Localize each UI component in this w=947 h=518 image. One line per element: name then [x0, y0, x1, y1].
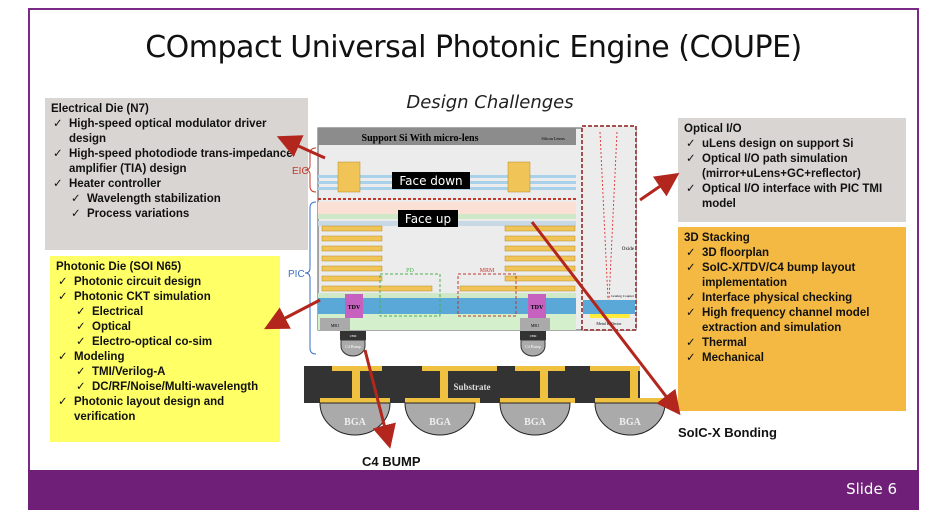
mrm-label: MRM [480, 268, 495, 274]
bga-balls [319, 402, 666, 436]
pd-label: PD [406, 268, 414, 274]
mb1-label: MB1 [531, 323, 539, 328]
mb1-label: MB1 [331, 323, 339, 328]
left-metal-stack [321, 161, 576, 292]
checklist-item: High-speed photodiode trans-impedance am… [51, 147, 302, 177]
checklist-item: 3D floorplan [684, 246, 900, 261]
slide-title: COmpact Universal Photonic Engine (COUPE… [145, 30, 802, 65]
checklist-item: Process variations [51, 207, 302, 222]
tdv-left [345, 294, 363, 318]
checklist-item: Interface physical checking [684, 291, 900, 306]
optical-arrow [639, 172, 680, 202]
bga-label: BGA [619, 417, 641, 428]
bga-label: BGA [344, 417, 366, 428]
svg-text:C4 Bump: C4 Bump [345, 344, 360, 349]
checklist: 3D floorplanSoIC-X/TDV/C4 bump layout im… [684, 246, 900, 366]
box-heading: Electrical Die (N7) [51, 103, 149, 115]
soic-arrow [530, 221, 681, 416]
checklist: Photonic circuit designPhotonic CKT simu… [56, 275, 274, 425]
c4-bump-callout: C4 BUMP [362, 454, 421, 469]
face-down-label: Face down [399, 174, 462, 188]
box-heading: Photonic Die (SOI N65) [56, 261, 182, 273]
substrate-label: Substrate [453, 382, 490, 392]
photonic-die-box: Photonic Die (SOI N65) Photonic circuit … [50, 256, 280, 442]
checklist-item: Optical I/O interface with PIC TMI model [684, 182, 900, 212]
slide-footer: Slide 6 [28, 470, 919, 510]
pic-arrow [264, 298, 321, 330]
grating-label: Grating Coupler [611, 294, 635, 298]
checklist-item: TMI/Verilog-A [56, 365, 274, 380]
box-heading: Optical I/O [684, 123, 742, 135]
pic-oxide-band [318, 298, 576, 314]
eic-label: EIC [292, 166, 309, 177]
checklist-item: High-speed optical modulator driver desi… [51, 117, 302, 147]
support-si-label: Support Si With micro-lens [362, 133, 479, 144]
face-up-label: Face up [405, 212, 451, 226]
checklist-item: High frequency channel model extraction … [684, 306, 900, 336]
oxide-label: Oxide [622, 247, 635, 252]
metal-reflector [590, 314, 630, 318]
pd-region [379, 273, 441, 317]
slide-number: Slide 6 [846, 480, 897, 498]
checklist-item: uLens design on support Si [684, 137, 900, 152]
pic-brace [304, 201, 317, 355]
face-up-label-bg [398, 210, 458, 227]
slide-subtitle: Design Challenges [406, 92, 574, 113]
stacking-box: 3D Stacking 3D floorplanSoIC-X/TDV/C4 bu… [678, 227, 906, 411]
checklist: uLens design on support SiOptical I/O pa… [684, 137, 900, 212]
tdv-label: TDV [348, 305, 361, 311]
soic-bonding-callout: SoIC-X Bonding [678, 425, 777, 440]
svg-text:C4 Bump: C4 Bump [525, 344, 540, 349]
checklist-item: Wavelength stabilization [51, 192, 302, 207]
optical-io-box: Optical I/O uLens design on support SiOp… [678, 118, 906, 222]
c4-bump-left: UBM C4 Bump [340, 331, 366, 357]
svg-text:UBM: UBM [350, 334, 357, 338]
checklist-item: Heater controller [51, 177, 302, 192]
checklist-item: Optical I/O path simulation (mirror+uLen… [684, 152, 900, 182]
checklist-item: SoIC-X/TDV/C4 bump layout implementation [684, 261, 900, 291]
face-down-label-bg [392, 172, 470, 189]
checklist-item: Electrical [56, 305, 274, 320]
checklist-item: Photonic layout design and verification [56, 395, 274, 425]
c4-bump-right: UBM C4 Bump [520, 331, 546, 357]
box-heading: 3D Stacking [684, 232, 750, 244]
pic-label: PIC [288, 269, 305, 280]
checklist-item: Optical [56, 320, 274, 335]
tdv-label: TDV [531, 305, 544, 311]
eic-arrow [276, 135, 326, 160]
bga-label: BGA [524, 417, 546, 428]
substrate-vias [320, 366, 665, 403]
support-si [318, 128, 576, 145]
bga-label: BGA [429, 417, 451, 428]
svg-text:UBM: UBM [530, 334, 537, 338]
checklist-item: Modeling [56, 350, 274, 365]
checklist-item: Photonic circuit design [56, 275, 274, 290]
tdv-right [528, 294, 546, 318]
checklist-item: Mechanical [684, 351, 900, 366]
checklist-item: Electro-optical co-sim [56, 335, 274, 350]
checklist: High-speed optical modulator driver desi… [51, 117, 302, 222]
c4-arrow [363, 349, 396, 449]
lenses-label: Silicon Lenses [542, 136, 566, 141]
checklist-item: Photonic CKT simulation [56, 290, 274, 305]
electrical-die-box: Electrical Die (N7) High-speed optical m… [45, 98, 308, 250]
checklist-item: DC/RF/Noise/Multi-wavelength [56, 380, 274, 395]
callout-arrows [264, 135, 681, 449]
checklist-item: Thermal [684, 336, 900, 351]
